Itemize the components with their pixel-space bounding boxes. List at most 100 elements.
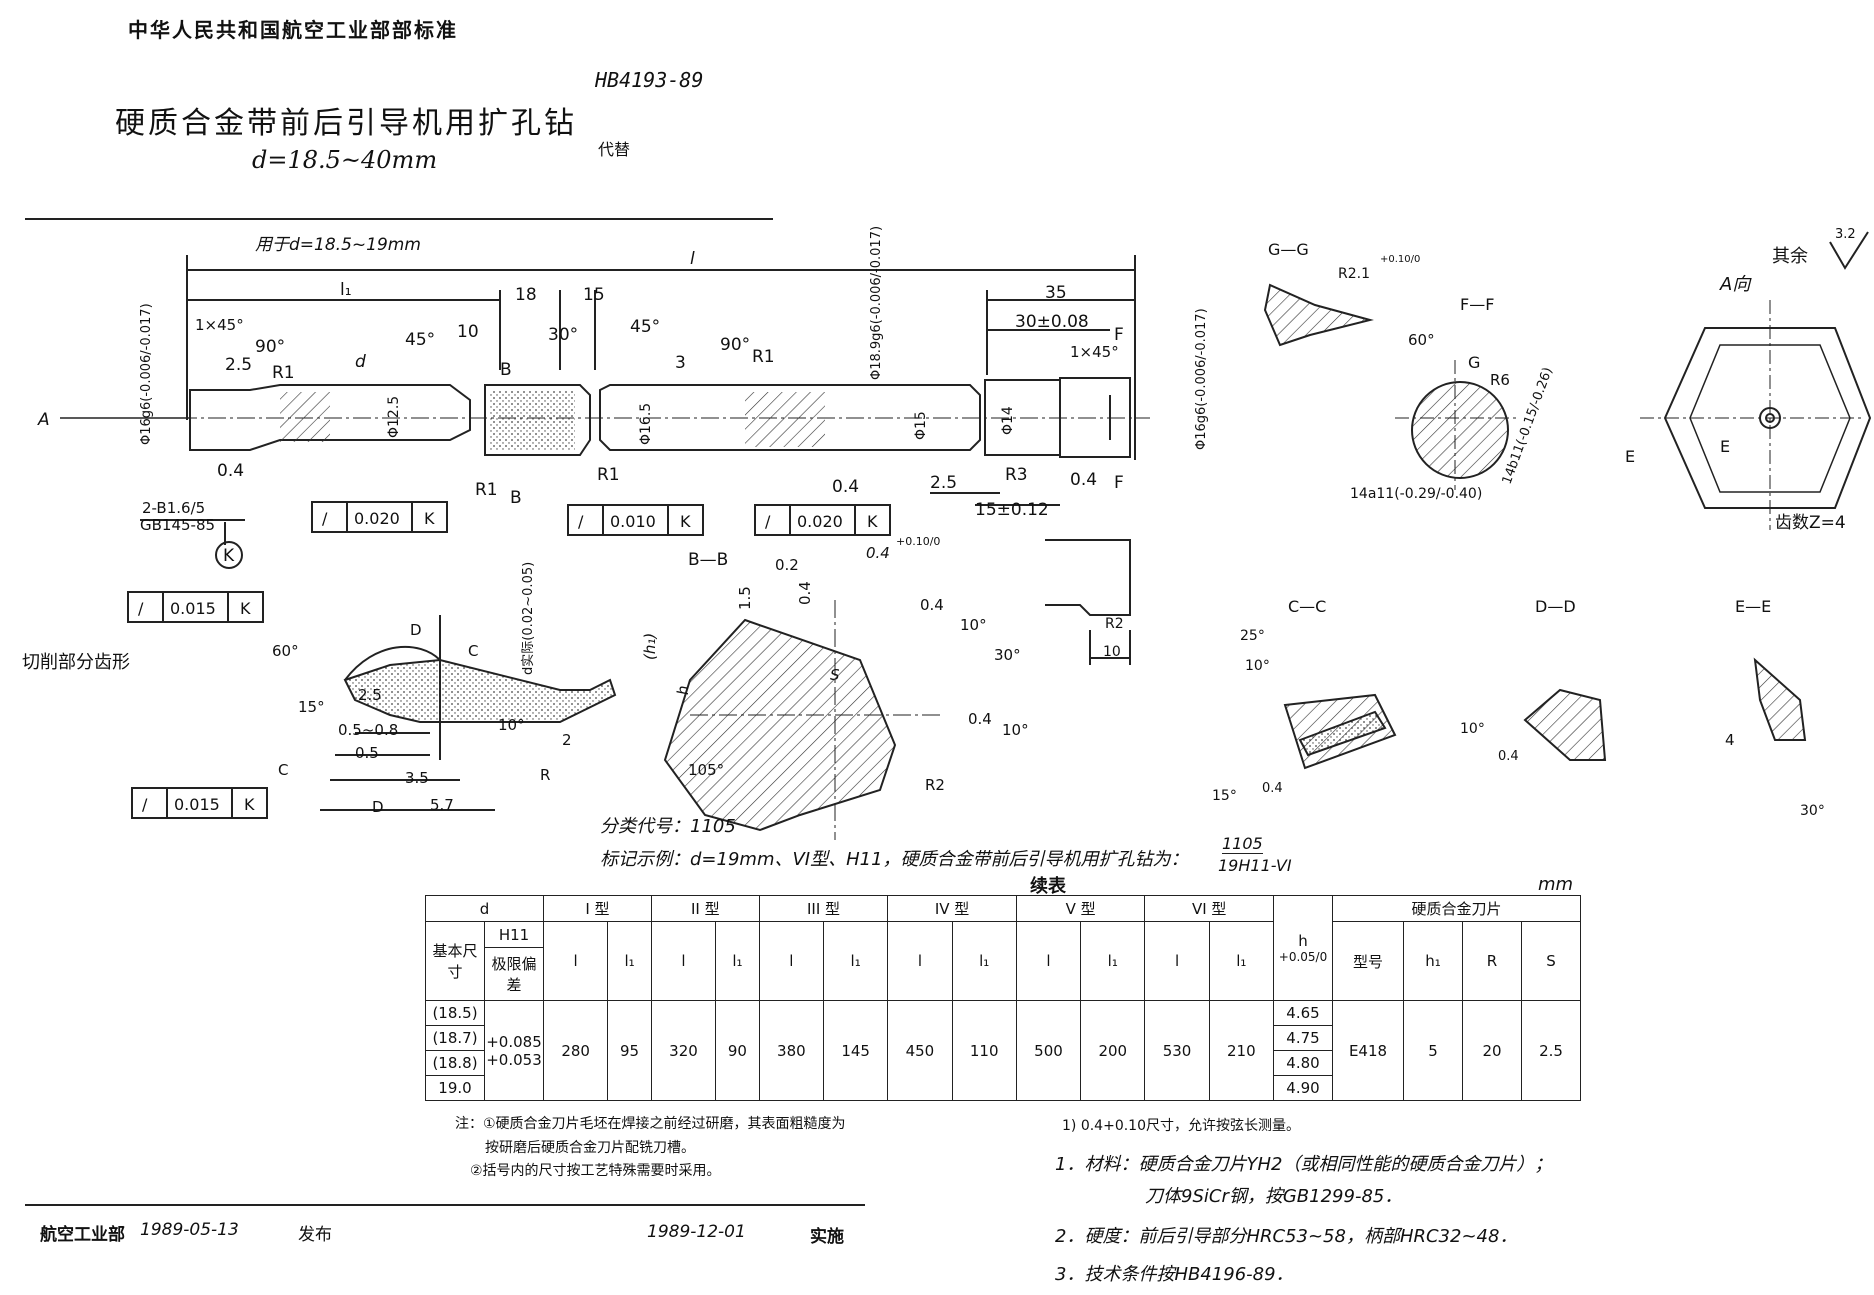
tol2-datum: K [680,512,691,531]
bb-dim-0-2: 0.2 [775,556,799,574]
cp-angle-60: 60° [272,642,299,660]
col-h-tol: +0.05/0 [1278,950,1328,964]
cp-dim-0-5: 0.5 [355,744,379,762]
col-basic: 基本尺寸 [425,921,485,1001]
type-4: IV 型 [887,895,1017,922]
cp-angle-10: 10° [498,716,525,734]
section-b-top: B [500,360,512,380]
bb-dim-1-5: 1.5 [736,586,754,610]
tol2-sym: / [578,512,584,531]
tol1-sym: / [322,509,328,528]
tol5-datum: K [244,795,255,814]
cp-dim-3-5: 3.5 [405,769,429,787]
issue-date: 1989-05-13 [140,1220,239,1240]
r1-a: R1 [272,363,295,383]
cc-angle-15: 15° [1212,788,1237,804]
tol5-val: 0.015 [174,795,220,814]
overall-length-label: l [690,249,695,269]
phi-14: Φ14 [1000,406,1016,435]
cell-l1-1: 95 [607,1000,652,1101]
col-r: R [1462,921,1522,1001]
limit-dev-upper: +0.085 [486,1032,542,1051]
h-value: 4.90 [1286,1079,1320,1097]
bb-angle-10: 10° [960,616,987,634]
tol3-val: 0.020 [797,512,843,531]
bb-h: h [674,685,692,695]
cell-l1-5: 200 [1080,1000,1146,1101]
center-hole-spec: 2-B1.6/5 [142,499,205,517]
bb-angle-30: 30° [994,646,1021,664]
col-limit: 极限偏差 [484,947,544,1001]
gg-label: G—G [1268,240,1309,259]
title-range: d=18.5~40mm [252,146,438,174]
cc-angle-10: 10° [1245,658,1270,674]
classification-code: 分类代号：1105 [600,816,736,837]
basic-size: (18.5) [426,1001,484,1026]
cp-angle-15: 15° [298,698,325,716]
h-value: 4.80 [1274,1051,1332,1076]
tol3-sym: / [765,512,771,531]
type-1: I 型 [543,895,652,922]
tol4-datum: K [240,599,251,618]
phi-16g6-left: Φ16g6(-0.006/-0.017) [139,303,154,445]
cell-l1-3: 145 [822,1000,889,1101]
angle-45-b: 45° [630,317,660,337]
spec-table: d I 型 II 型 III 型 IV 型 V 型 VI 型 h +0.05/0… [425,895,1581,1101]
dd-angle-10: 10° [1460,721,1485,737]
teeth-count: 齿数Z=4 [1775,513,1846,533]
h-value: 4.75 [1274,1026,1332,1051]
dim-2-5-b: 2.5 [930,473,957,493]
basic-sizes: (18.5) (18.7) (18.8) 19.0 [425,1000,485,1101]
ee-label: E—E [1735,597,1771,616]
view-a-marker: A [37,410,50,430]
tol1-val: 0.020 [354,509,400,528]
ee-dim-4: 4 [1725,731,1735,749]
bb-tol: +0.10/0 [896,535,940,548]
cp-section-c: C [468,642,478,660]
section-f-top: F [1114,325,1124,345]
ff-r6: R6 [1490,371,1510,389]
col-s: S [1521,921,1581,1001]
col-h11: H11 [484,921,544,948]
r1-b: R1 [752,347,775,367]
bb-angle-10-b: 10° [1002,721,1029,739]
implementation-date: 1989-12-01 [647,1222,746,1242]
bb-dim-0-4: 0.4 [796,581,814,605]
ff-14a11: 14a11(-0.29/-0.40) [1350,486,1482,502]
h-l-1: l [542,921,609,1001]
angle-30: 30° [548,325,578,345]
tol3-datum: K [867,512,878,531]
h-l1-4: l₁ [951,921,1017,1001]
col-h: h +0.05/0 [1273,895,1333,1001]
marking-code-top: 1105 [1222,834,1263,854]
insert-h1: 5 [1403,1000,1463,1101]
ff-g: G [1468,353,1480,372]
cp-section-d-b: D [372,798,384,816]
a-view-label: A向 [1719,274,1752,295]
phi-18-9g6: Φ18.9g6(-0.006/-0.017) [869,226,884,380]
bb-h1: (h₁) [641,633,659,660]
bb-ra: 0.4 [866,544,890,562]
bb-r2: R2 [925,776,945,794]
limit-dev: +0.085 +0.053 [484,1000,544,1101]
r1-c: R1 [475,480,498,500]
limit-dev-lower: +0.053 [486,1050,542,1069]
chamfer-right: 1×45° [1070,343,1119,361]
cell-l-4: 450 [887,1000,953,1101]
dim-2-5: 2.5 [225,355,252,375]
footnote: 1) 0.4+0.10尺寸，允许按弦长测量。 [1062,1118,1300,1134]
marking-code-bottom: 19H11-VI [1218,856,1292,875]
tol5-sym: / [142,795,148,814]
insert-r: 20 [1462,1000,1522,1101]
ra-0-4-a: 0.4 [217,461,244,481]
dd-dim-0-4: 0.4 [1498,749,1519,764]
h-l1-6: l₁ [1208,921,1275,1001]
bb-angle-105: 105° [688,761,724,779]
dim-35: 35 [1045,283,1067,303]
cp-radius: R [540,766,550,784]
a-view-e-center: E [1720,437,1730,456]
ra-0-4-b: 0.4 [832,477,859,497]
cp-dim-2: 2 [562,731,572,749]
r3: R3 [1005,465,1028,485]
cp-section-d: D [410,621,422,639]
